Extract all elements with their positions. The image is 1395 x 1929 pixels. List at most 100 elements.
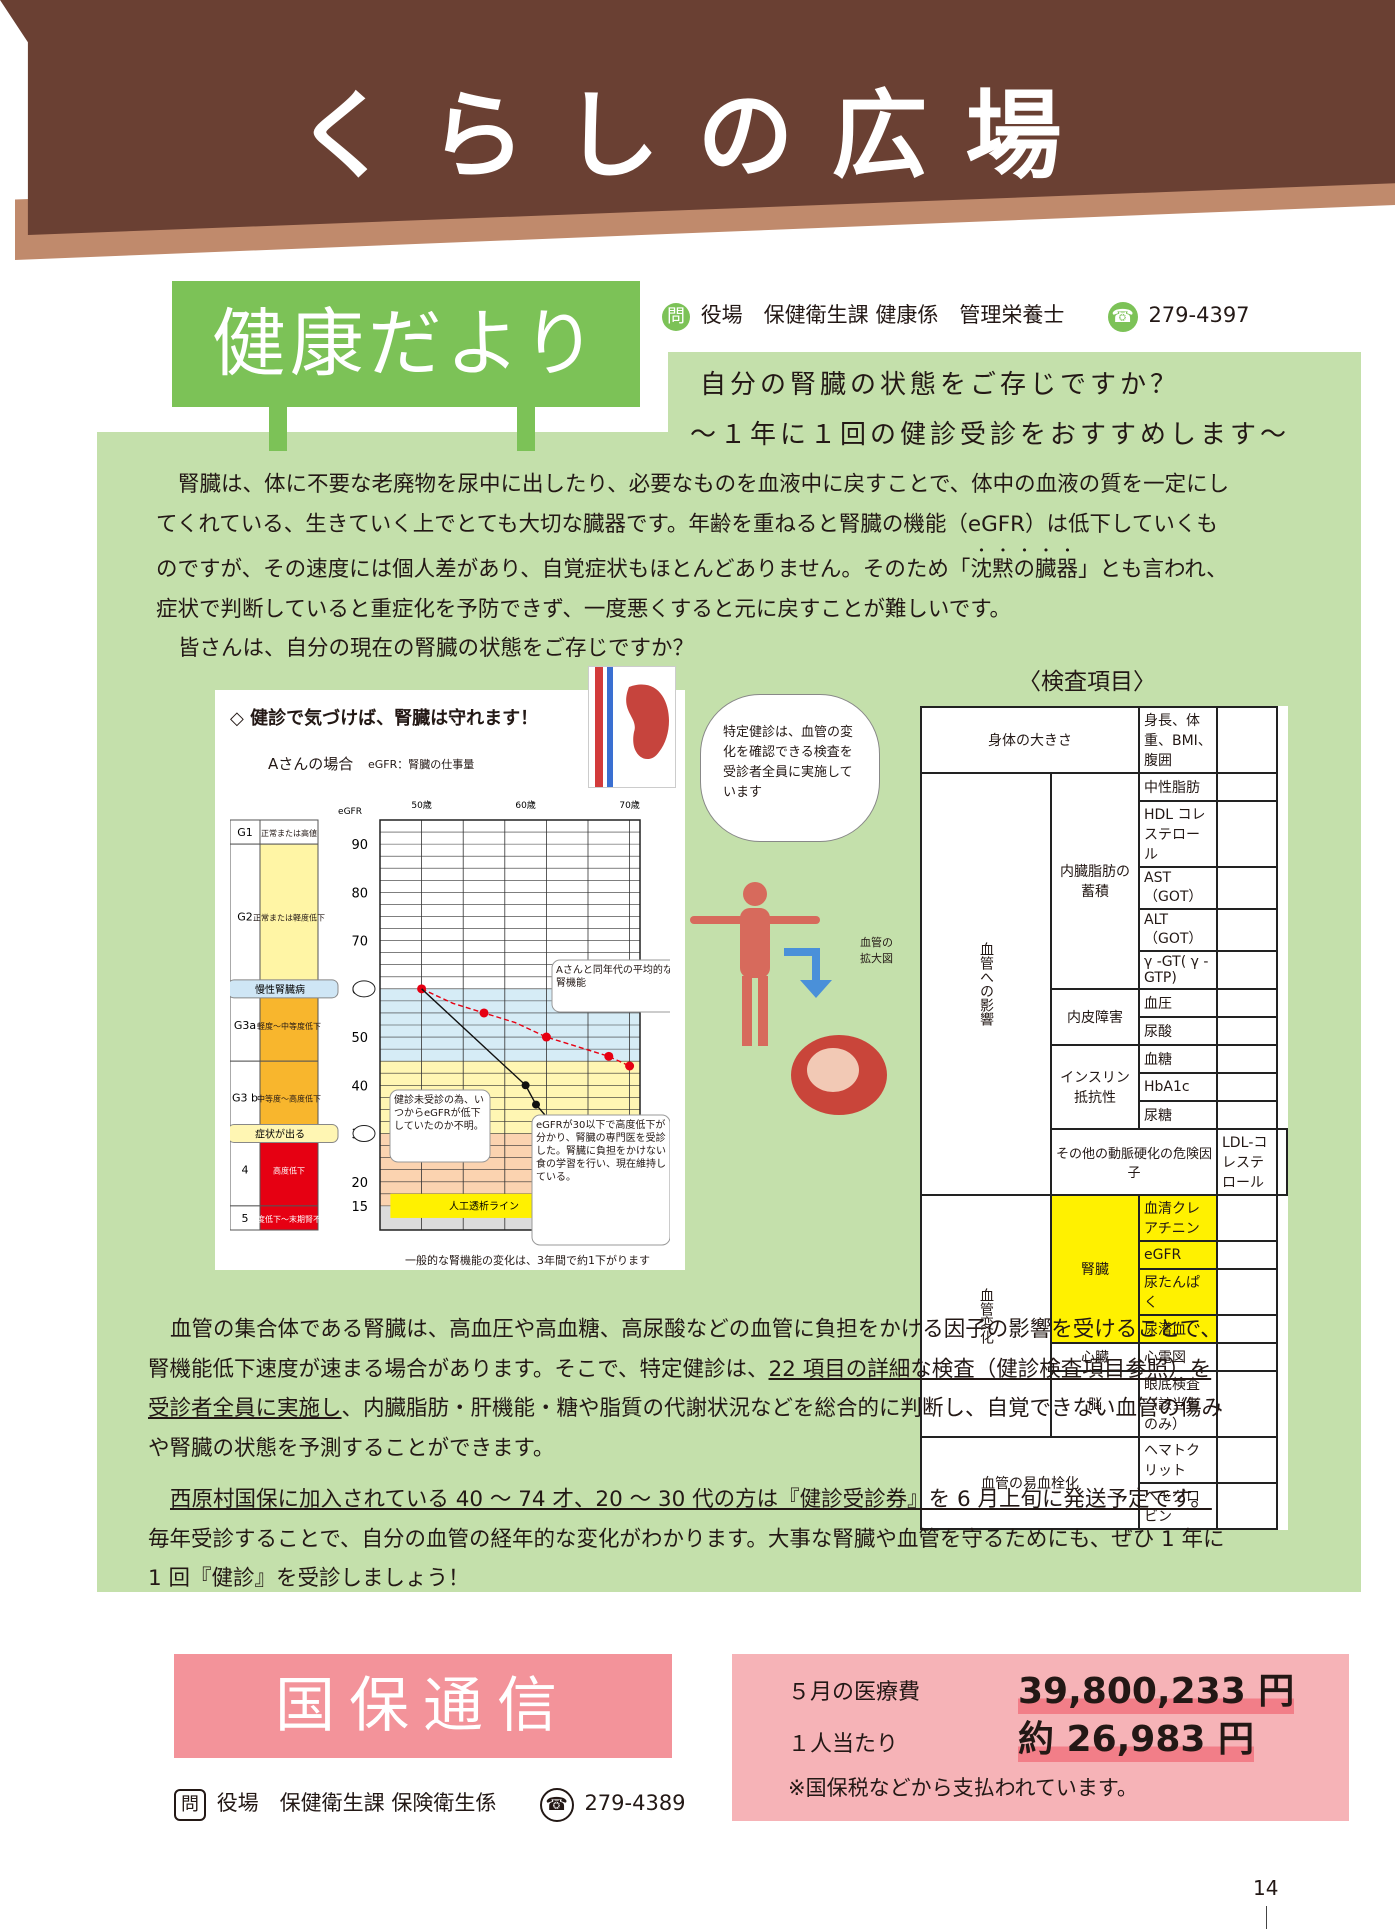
health-contact-dept: 役場 保健衛生課 健康係 管理栄養士 (700, 303, 1065, 327)
cloud-callout: 特定健診は、血管の変化を確認できる検査を受診者全員に実施しています (700, 694, 880, 842)
exam-title: 〈検査項目〉 (1018, 669, 1156, 695)
data-point (532, 1100, 540, 1109)
inquiry-icon: 問 (662, 303, 690, 331)
exam-cell: 身長、体重、BMI、腹囲 (1138, 706, 1218, 774)
emphasis-text: 沈黙の臓器 (970, 557, 1078, 582)
human-body-icon (690, 882, 820, 1046)
sign-post-right (517, 405, 535, 451)
exam-cell: その他の動脈硬化の危険因子 (1050, 1128, 1218, 1196)
exam-cell: 尿たんぱく (1138, 1268, 1218, 1316)
kidney-icon (595, 667, 669, 787)
exam-cell: 心臓 (1050, 1342, 1140, 1372)
exam-cell: インスリン抵抗性 (1050, 1044, 1140, 1130)
exam-cell: 尿糖 (1138, 1100, 1218, 1130)
stage-tag-label: 慢性腎臓病 (255, 983, 305, 996)
per-capita-value: 約 26,983 円 (1018, 1710, 1254, 1762)
body-line: 受診者全員に実施し、内臓脂肪・肝機能・糖や脂質の代謝状況などを総合的に判断し、自… (148, 1396, 1224, 1421)
stage-label-cell (259, 1060, 319, 1135)
intro-line: てくれている、生きていく上でとても大切な臓器です。年齢を重ねると腎臓の機能（eG… (156, 511, 1218, 537)
stage-label-cell (259, 1133, 319, 1207)
y-tick-label: 20 (351, 1176, 368, 1191)
y-tick-label: 50 (351, 1031, 368, 1046)
callout-no-exam: 健診未受診の為、いつからeGFRが低下していたのか不明。 (394, 1095, 484, 1132)
sub-headline: ～１年に１回の健診受診をおすすめします～ (690, 420, 1291, 450)
callout-exam-box (531, 1114, 670, 1246)
health-contact: 問 役場 保健衛生課 健康係 管理栄養士 ☎ 279-4397 (662, 299, 1250, 332)
callout-exam: eGFRが30以下で高度低下が分かり、腎臓の専門医を受診した。腎臓に負担をかけな… (536, 1120, 666, 1183)
exam-table: 身体の大きさ身長、体重、BMI、腹囲 血管への影響 内臓脂肪の蓄積 中性脂肪 H… (920, 706, 1288, 1530)
vessel-illustration (785, 1020, 893, 1130)
data-point (625, 1061, 635, 1071)
age-label: 60歳 (515, 799, 535, 811)
stage-label-cell (259, 1205, 319, 1231)
chart-subtitle: Aさんの場合 (268, 755, 354, 773)
intro-paragraph: 腎臓は、体に不要な老廃物を尿中に出したり、必要なものを血液中に戻すことで、体中の… (156, 465, 1316, 669)
stage-code: G3a (234, 1019, 256, 1032)
kokuho-contact: 問 役場 保健衛生課 保険衛生係 ☎ 279-4389 (174, 1787, 686, 1822)
exam-cell: ヘモグロビン (1138, 1482, 1218, 1530)
egfr-chart: 人工透析ライン908070605040302015eGFR50歳60歳70歳G1… (230, 799, 670, 1246)
exam-cell: 尿潜血 (1138, 1314, 1218, 1344)
exam-cell: 尿酸 (1138, 1016, 1218, 1046)
exam-cell: 内皮障害 (1050, 988, 1140, 1046)
exam-cell: 身体の大きさ (920, 706, 1140, 774)
stage-label-cell (259, 988, 319, 1062)
body-line: 血管の集合体である腎臓は、高血圧や高血糖、高尿酸などの血管に負担をかける因子の影… (170, 1317, 1222, 1342)
y-tick-label: 70 (351, 935, 368, 950)
data-point (541, 1032, 551, 1042)
intro-line: 皆さんは、自分の現在の腎臓の状態をご存じですか？ (178, 636, 695, 661)
sign-post-left (269, 405, 287, 451)
exam-cell: 血管変化 (920, 1194, 1052, 1438)
inquiry-icon: 問 (174, 1789, 206, 1821)
exam-cell: eGFR (1138, 1240, 1218, 1270)
stage-code: G3 b (232, 1091, 258, 1104)
exam-cell: ヘマトクリット (1138, 1436, 1218, 1484)
stage-code-cell (230, 1133, 261, 1207)
cost-label: ５月の医療費 (788, 1680, 921, 1705)
page-title: くらしの広場 (295, 80, 1100, 192)
stage-code-cell (230, 819, 261, 845)
stage-label: 軽度～中等度低下 (257, 1021, 321, 1031)
chart-frame (379, 819, 641, 1231)
exam-cell: AST（GOT） (1138, 866, 1218, 910)
phone-icon: ☎ (1107, 302, 1138, 332)
data-point (479, 1008, 489, 1018)
intro-line: のですが、その速度には個人差があり、自覚症状もほとんどありません。そのため「沈黙… (156, 557, 1228, 582)
body-line: 毎年受診することで、自分の血管の経年的な変化がわかります。大事な腎臓や血管を守る… (148, 1526, 1225, 1552)
human-body-illustration (690, 880, 820, 1046)
kokuho-section-sign: 国保通信 (174, 1654, 672, 1758)
exam-cell: HDL コレステロール (1138, 800, 1218, 868)
exam-cell: 血糖 (1138, 1044, 1218, 1074)
exam-cell: 血清クレアチニン (1138, 1194, 1218, 1242)
stage-code: G1 (237, 826, 253, 839)
tick-circle (352, 980, 376, 998)
exam-cell: 眼底検査（該当者のみ） (1138, 1370, 1218, 1438)
stage-label: 中等度～高度低下 (257, 1093, 321, 1103)
series-line (421, 988, 630, 1067)
cost-value: 39,800,233 円 (1018, 1662, 1295, 1714)
stage-label: 正常または高値 (261, 828, 317, 838)
callout-no-exam-box (389, 1089, 491, 1163)
health-contact-tel: 279-4397 (1148, 303, 1250, 327)
phone-icon: ☎ (539, 1788, 574, 1822)
tick-circle (352, 1125, 376, 1143)
body-line: 腎機能低下速度が速まる場合があります。そこで、特定健診は、22 項目の詳細な検査… (148, 1356, 1212, 1382)
y-tick-label: 80 (351, 886, 368, 901)
stage-label: 高度低下～末期腎不全 (249, 1214, 329, 1224)
y-tick-label: 15 (351, 1200, 368, 1215)
y-tick-label: 90 (351, 838, 368, 853)
stage-label-cell (259, 843, 319, 990)
callout-average: Aさんと同年代の平均的な腎機能 (556, 965, 670, 989)
body-line: 西原村国保に加入されている 40 ～ 74 才、20 ～ 30 代の方は『健診受… (170, 1487, 1212, 1512)
data-point (521, 1081, 530, 1090)
exam-cell: HbA1c (1138, 1072, 1218, 1102)
dialysis-label: 人工透析ライン (449, 1200, 519, 1213)
stage-label: 正常または軽度低下 (253, 912, 325, 922)
exam-cell: 心電図 (1138, 1342, 1218, 1372)
exam-cell: γ -GT( γ -GTP) (1138, 950, 1218, 990)
per-capita-label: １人当たり (788, 1732, 899, 1757)
exam-cell: 血管の易血栓化 (920, 1436, 1140, 1530)
y-tick-label: 40 (351, 1079, 368, 1094)
exam-cell: 内臓脂肪の蓄積 (1050, 772, 1140, 990)
kokuho-contact-tel: 279-4389 (584, 1791, 686, 1815)
